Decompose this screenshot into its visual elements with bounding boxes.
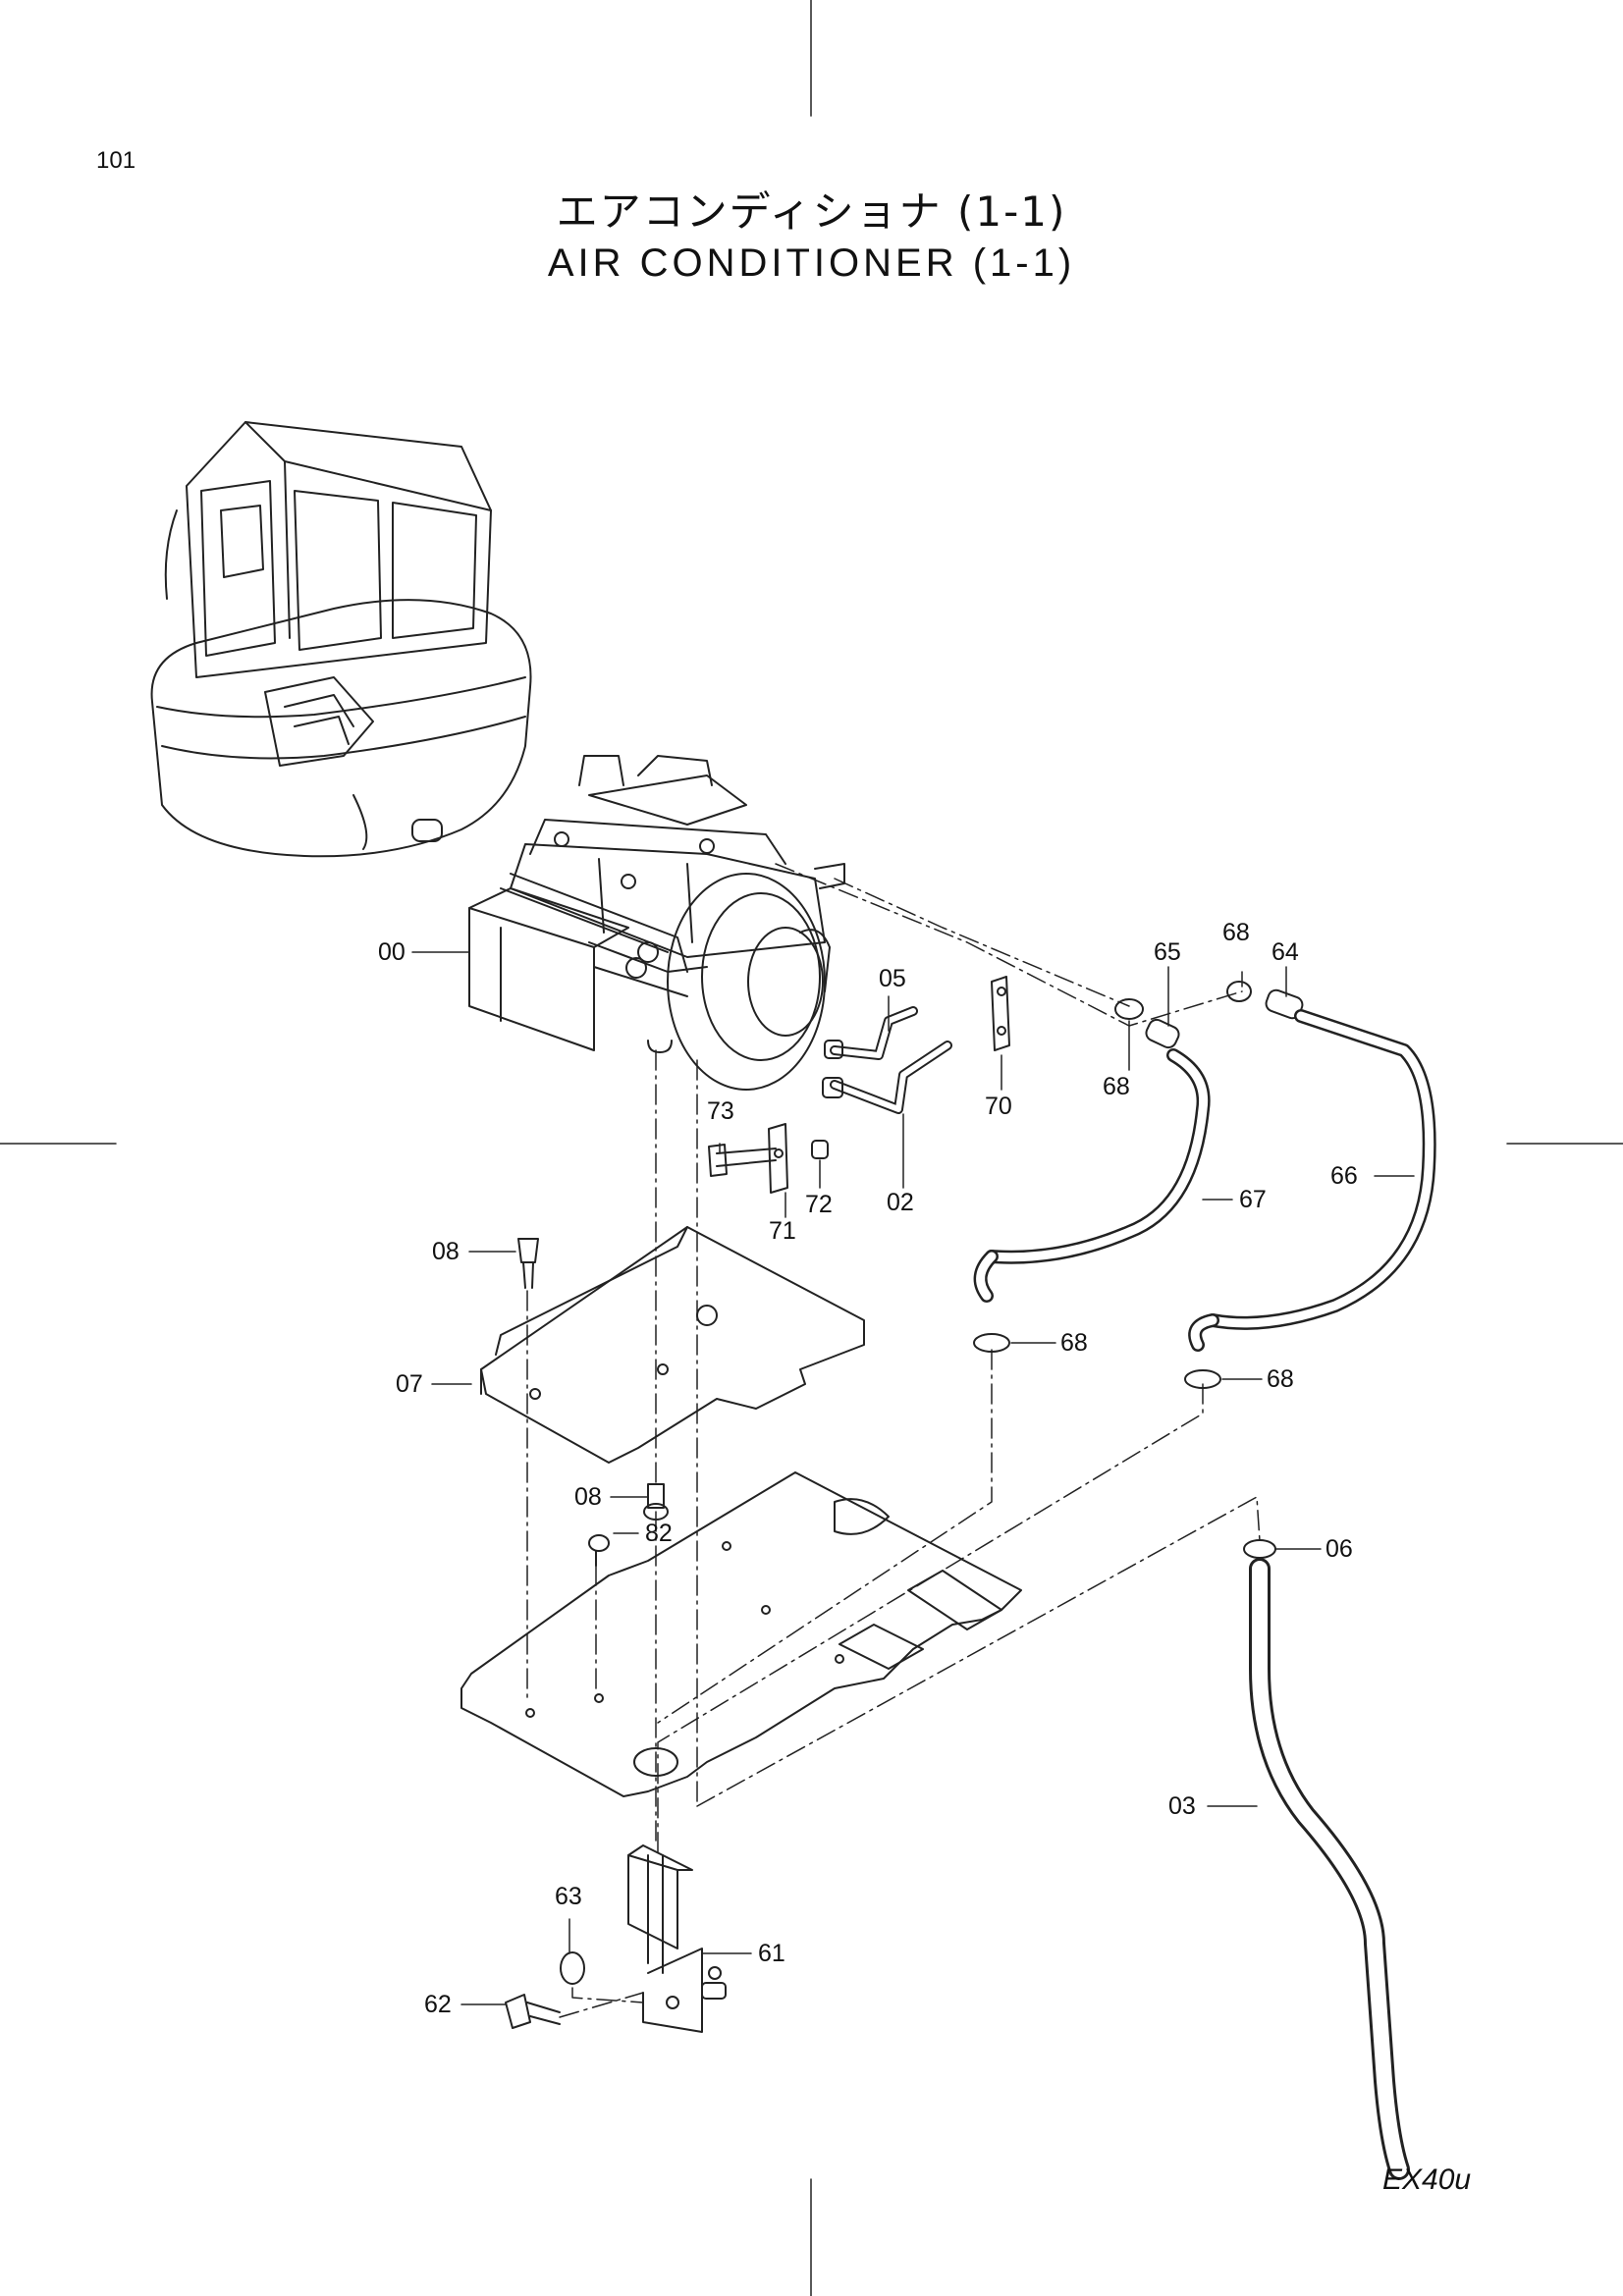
title-english: AIR CONDITIONER (1-1) <box>547 241 1076 285</box>
title-japanese: エアコンディショナ (1-1) <box>556 187 1067 236</box>
part-label-63: 63 <box>555 1883 582 1910</box>
part-label-61: 61 <box>758 1940 785 1967</box>
page-number: 101 <box>96 147 136 174</box>
part-label-64: 64 <box>1271 938 1299 966</box>
part-label-02: 02 <box>887 1189 914 1216</box>
part-label-71: 71 <box>769 1217 796 1245</box>
part-label-08-upper: 08 <box>432 1238 460 1265</box>
part-label-03: 03 <box>1168 1792 1196 1820</box>
part-label-05: 05 <box>879 965 906 992</box>
part-label-66: 66 <box>1330 1162 1358 1190</box>
part-label-70: 70 <box>985 1093 1012 1120</box>
part-label-65: 65 <box>1154 938 1181 966</box>
part-label-08-lower: 08 <box>574 1483 602 1511</box>
part-label-68-right: 68 <box>1267 1365 1294 1393</box>
part-label-07: 07 <box>396 1370 423 1398</box>
part-label-82: 82 <box>645 1520 673 1547</box>
part-labels: 00 05 70 73 71 72 02 65 68 64 68 67 66 6… <box>378 919 1358 2018</box>
excavator-cab-icon <box>150 421 532 858</box>
part-label-06: 06 <box>1325 1535 1353 1563</box>
air-conditioner-unit <box>468 755 845 1091</box>
part-label-68-left: 68 <box>1060 1329 1088 1357</box>
title-block: エアコンディショナ (1-1) AIR CONDITIONER (1-1) <box>0 187 1623 289</box>
part-label-72: 72 <box>805 1191 833 1218</box>
part-label-68-mid: 68 <box>1103 1073 1130 1100</box>
part-label-67: 67 <box>1239 1186 1267 1213</box>
model-code: EX40u <box>1382 2163 1472 2196</box>
part-label-62: 62 <box>424 1991 452 2018</box>
part-label-00: 00 <box>378 938 406 966</box>
part-label-73: 73 <box>707 1097 734 1125</box>
part-label-68-top: 68 <box>1222 919 1250 946</box>
